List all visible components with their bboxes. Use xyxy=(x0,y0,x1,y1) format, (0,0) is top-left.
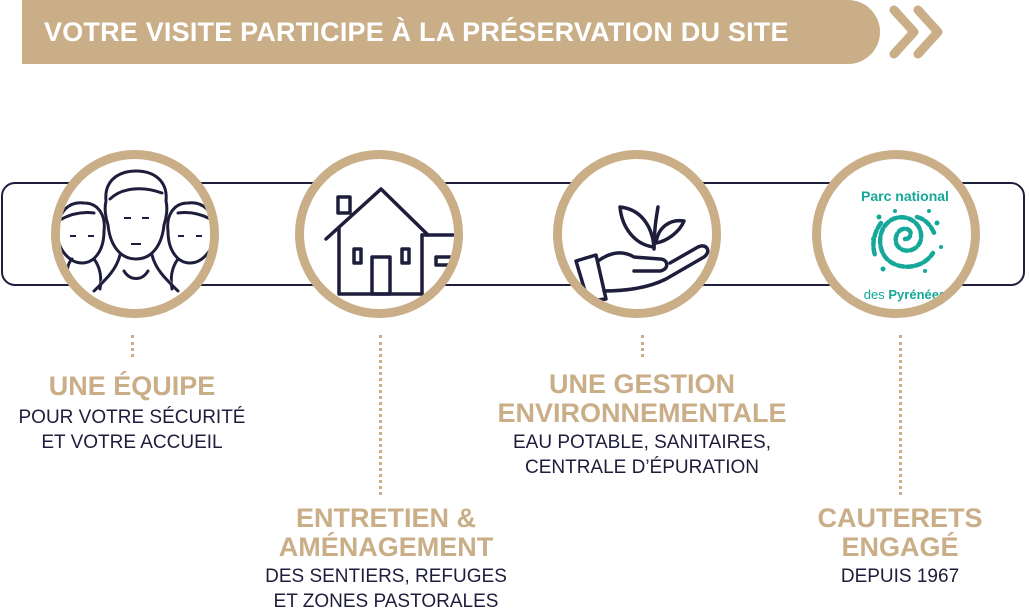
parc-circle: Parc national des Pyrénées xyxy=(812,150,980,318)
environment-circle xyxy=(553,150,721,318)
double-chevron-icon xyxy=(889,5,943,59)
logo-line1: Parc national xyxy=(861,188,949,204)
hand-plant-icon xyxy=(574,205,710,303)
item-title: CAUTERETS ENGAGÉ xyxy=(817,503,983,562)
item-subtitle: EAU POTABLE, SANITAIRES, CENTRALE D’ÉPUR… xyxy=(513,432,771,478)
item-subtitle: DEPUIS 1967 xyxy=(840,566,960,587)
connector-4 xyxy=(899,335,902,495)
item-subtitle: POUR VOTRE SÉCURITÉ ET VOTRE ACCUEIL xyxy=(18,407,246,453)
house-circle xyxy=(295,150,463,318)
item-title: UNE GESTION ENVIRONNEMENTALE xyxy=(497,369,787,428)
logo-line3: Pyrénées xyxy=(888,287,946,302)
connector-1 xyxy=(131,335,134,357)
banner-title: VOTRE VISITE PARTICIPE À LA PRÉSERVATION… xyxy=(44,16,789,47)
team-circle xyxy=(51,150,219,318)
item-team: UNE ÉQUIPE POUR VOTRE SÉCURITÉ ET VOTRE … xyxy=(0,372,264,455)
parc-national-logo: Parc national des Pyrénées xyxy=(861,188,949,302)
header-banner: VOTRE VISITE PARTICIPE À LA PRÉSERVATION… xyxy=(22,0,880,64)
house-icon xyxy=(324,187,454,296)
connector-2 xyxy=(379,335,382,495)
item-maintenance: ENTRETIEN & AMÉNAGEMENT DES SENTIERS, RE… xyxy=(236,504,536,614)
people-icon xyxy=(60,169,210,293)
connector-3 xyxy=(641,335,644,357)
item-title: ENTRETIEN & AMÉNAGEMENT xyxy=(278,503,494,562)
item-subtitle: DES SENTIERS, REFUGES ET ZONES PASTORALE… xyxy=(265,566,507,612)
svg-text:des Pyrénées: des Pyrénées xyxy=(864,287,946,302)
item-title: UNE ÉQUIPE xyxy=(48,371,216,401)
logo-line2: des xyxy=(864,287,885,302)
item-environment: UNE GESTION ENVIRONNEMENTALE EAU POTABLE… xyxy=(462,370,822,480)
item-cauterets: CAUTERETS ENGAGÉ DEPUIS 1967 xyxy=(790,504,1010,589)
